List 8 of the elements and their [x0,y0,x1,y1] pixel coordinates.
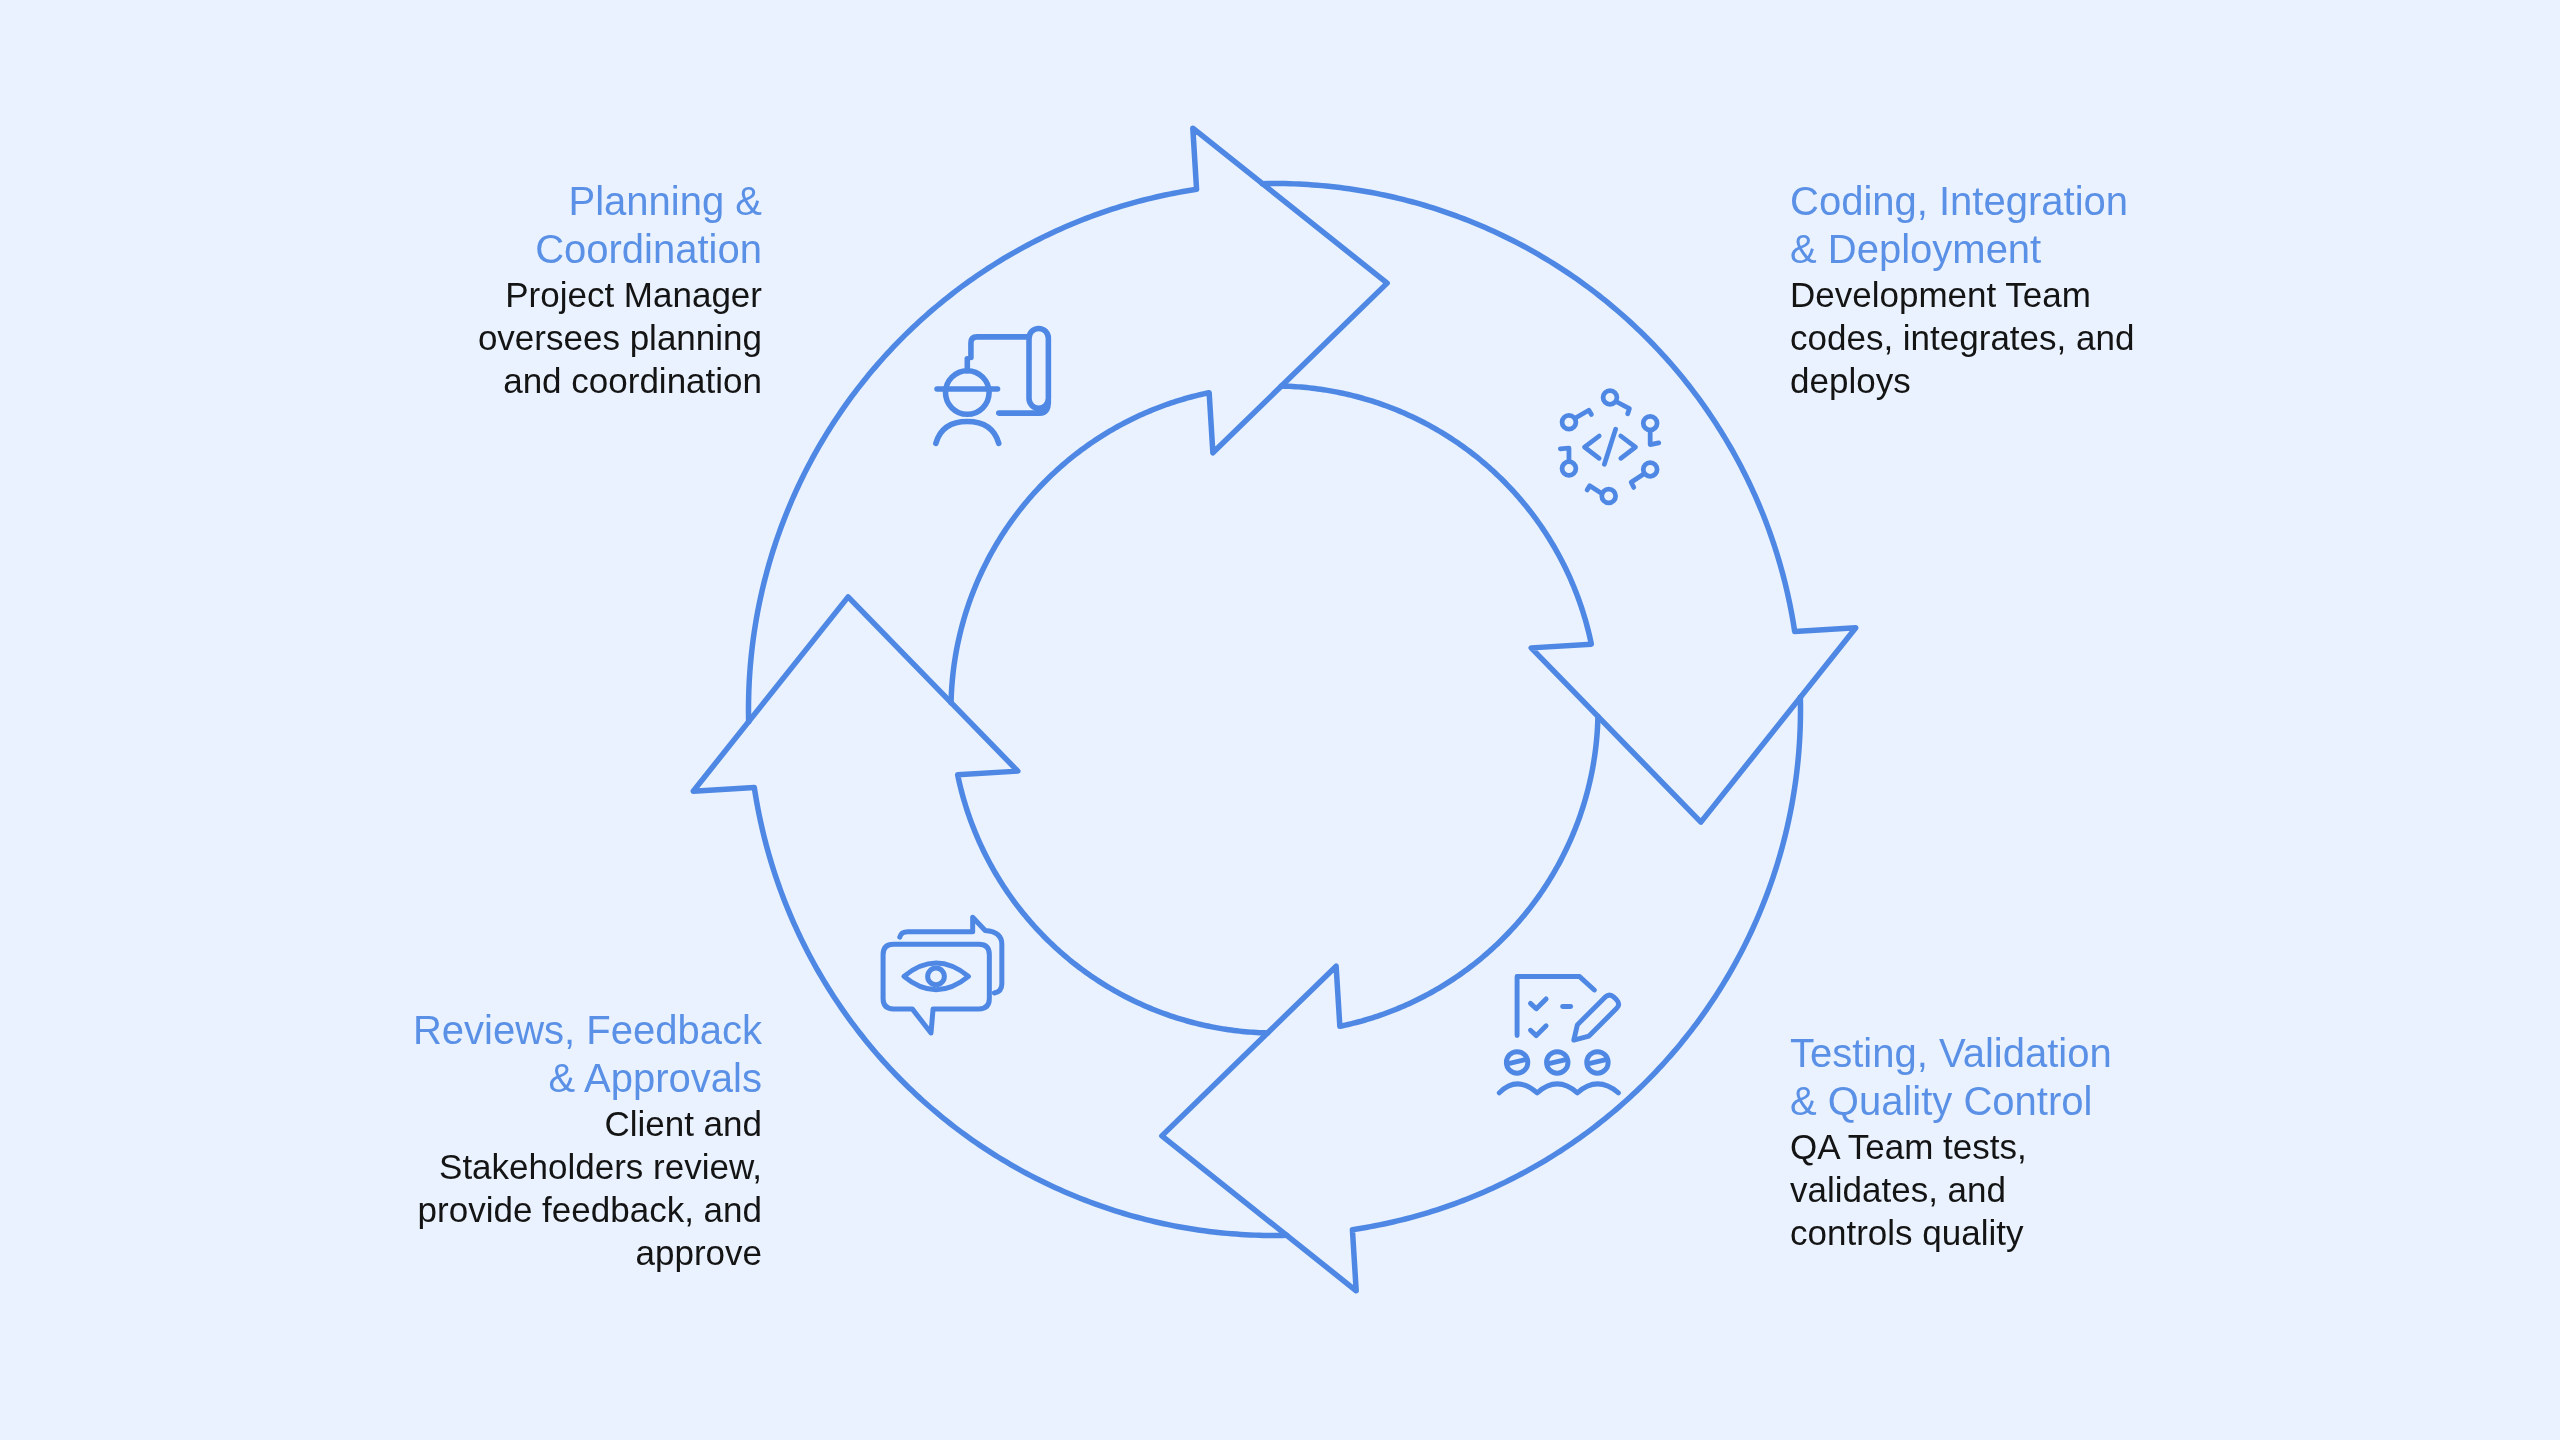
stage-title: Reviews, Feedback & Approvals [411,1007,762,1102]
stage-description: QA Team tests, validates, and controls quality [1790,1126,2028,1254]
stage-title: Testing, Validation & Quality Control [1790,1030,2113,1125]
stage-title: Planning & Coordination [534,178,762,273]
stage-description: Project Manager oversees planning and coordination [476,274,762,402]
stage-description: Client and Stakeholders review, provide feedback, and approve [416,1103,762,1274]
stage-title: Coding, Integration & Deployment [1790,178,2129,273]
stage-description: Development Team codes, integrates, and deploys [1790,274,2136,402]
